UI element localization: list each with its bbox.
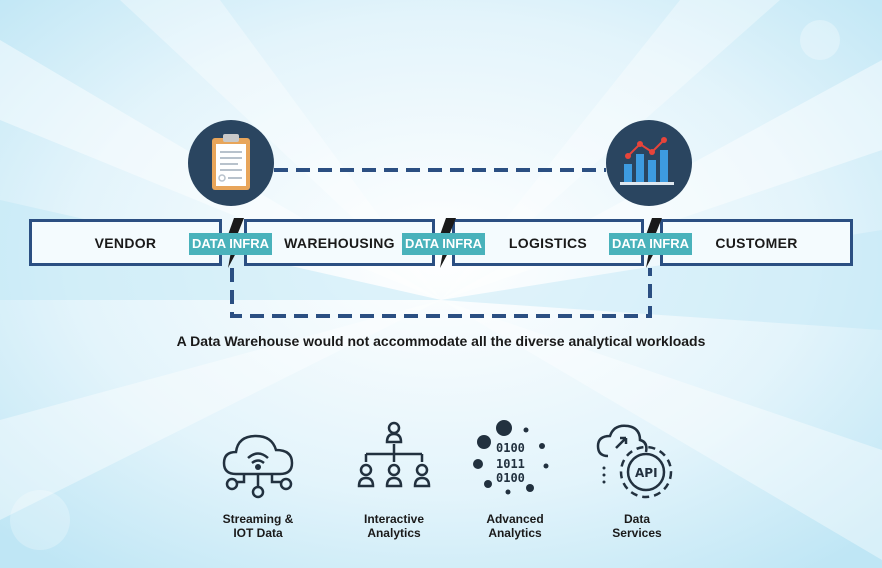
chart-circle (606, 120, 692, 206)
clipboard-icon (212, 134, 250, 190)
data-infra-tag: DATA INFRA (402, 233, 486, 255)
stage-label-warehousing: WAREHOUSING (284, 234, 395, 251)
svg-text:0100: 0100 (496, 471, 525, 485)
bar-chart-icon (620, 137, 674, 185)
cloud-wifi-icon (222, 434, 294, 499)
data-infra-tag: DATA INFRA (609, 233, 693, 255)
capability-label-data-services: Data Services (577, 512, 697, 540)
capability-label-streaming: Streaming & IOT Data (198, 512, 318, 540)
stage-box-customer: CUSTOMER (660, 219, 853, 266)
capability-label-advanced: Advanced Analytics (455, 512, 575, 540)
clipboard-circle (188, 120, 274, 206)
stage-label-customer: CUSTOMER (715, 234, 798, 251)
stage-label-logistics: LOGISTICS (508, 234, 588, 251)
svg-text:API: API (635, 466, 658, 480)
binary-dots-icon: 0100 1011 0100 (473, 420, 549, 495)
hierarchy-users-icon (357, 421, 431, 488)
capability-line: Interactive (363, 512, 425, 526)
capability-line: Data (623, 512, 650, 526)
capability-line: Streaming & (222, 512, 294, 526)
svg-text:1011: 1011 (496, 457, 525, 471)
stage-label-vendor: VENDOR (94, 234, 157, 251)
capability-line: Analytics (488, 526, 542, 540)
capability-line: Analytics (367, 526, 421, 540)
cloud-api-gear-icon: API (596, 424, 673, 499)
capability-line: Advanced (486, 512, 544, 526)
capability-line: IOT Data (233, 526, 283, 540)
capability-line: Services (612, 526, 662, 540)
svg-text:0100: 0100 (496, 441, 525, 455)
data-infra-tag: DATA INFRA (189, 233, 273, 255)
diagram-caption: A Data Warehouse would not accommodate a… (176, 333, 706, 349)
capability-label-interactive: Interactive Analytics (334, 512, 454, 540)
